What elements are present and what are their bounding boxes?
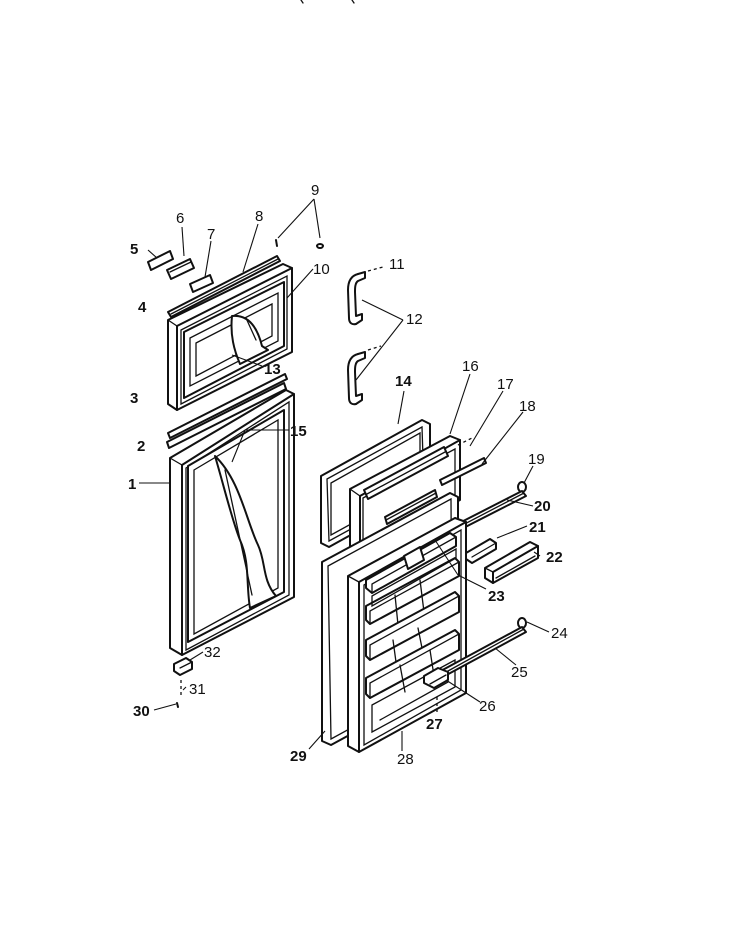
part-6-trim-plate [166, 258, 195, 280]
part-9-screws [275, 239, 324, 249]
callout-9: 9 [311, 182, 319, 199]
callout-22: 22 [546, 549, 563, 566]
callout-8: 8 [255, 208, 263, 225]
part-15-door-liner [187, 409, 285, 643]
callout-19: 19 [528, 451, 545, 468]
part-7-trim-plate [189, 274, 214, 293]
callout-1: 1 [128, 476, 136, 493]
fresh-food-door-assembly [169, 389, 295, 708]
part-8-top-trim [167, 255, 281, 318]
part-11-12-upper-handle [347, 266, 384, 326]
callout-13: 13 [264, 361, 281, 378]
callout-29: 29 [290, 748, 307, 765]
callout-15: 15 [290, 423, 307, 440]
callout-2: 2 [137, 438, 145, 455]
callout-31: 31 [189, 681, 206, 698]
callout-3: 3 [130, 390, 138, 407]
right-lower-door-assembly [321, 492, 527, 753]
callout-16: 16 [462, 358, 479, 375]
part-21-shelf-bin [465, 538, 497, 564]
callout-10: 10 [313, 261, 330, 278]
callout-labels: 1 2 3 4 5 6 7 8 9 10 11 12 13 14 15 16 1… [128, 182, 568, 768]
callout-5: 5 [130, 241, 138, 258]
callout-12: 12 [406, 311, 423, 328]
part-13-freezer-liner [183, 281, 285, 399]
part-30-screw [176, 702, 179, 708]
callout-21: 21 [529, 519, 546, 536]
callout-14: 14 [395, 373, 412, 390]
callout-6: 6 [176, 210, 184, 227]
part-22-shelf-bin [484, 541, 539, 584]
callout-18: 18 [519, 398, 536, 415]
part-26-door-stop [423, 667, 449, 689]
callout-24: 24 [551, 625, 568, 642]
part-18-shelf-bar [439, 457, 487, 486]
callout-17: 17 [497, 376, 514, 393]
freezer-door-assembly [147, 239, 324, 449]
callout-23: 23 [488, 588, 505, 605]
part-32-hinge-bracket [173, 657, 193, 676]
callout-11: 11 [389, 256, 405, 273]
callout-7: 7 [207, 226, 215, 243]
part-17-shelf-clip [457, 437, 473, 446]
callout-28: 28 [397, 751, 414, 768]
callout-26: 26 [479, 698, 496, 715]
callout-32: 32 [204, 644, 221, 661]
part-3-trim-bar [167, 373, 288, 439]
callout-20: 20 [534, 498, 551, 515]
leader-lines [139, 198, 550, 751]
part-28-door-liner [347, 517, 467, 753]
callout-4: 4 [138, 299, 147, 316]
part-12-lower-handle [347, 345, 382, 406]
handles [347, 266, 384, 406]
scan-mark [300, 0, 355, 4]
callout-25: 25 [511, 664, 528, 681]
callout-30: 30 [133, 703, 150, 720]
callout-27: 27 [426, 716, 443, 733]
part-5-trim-plate [147, 250, 174, 271]
